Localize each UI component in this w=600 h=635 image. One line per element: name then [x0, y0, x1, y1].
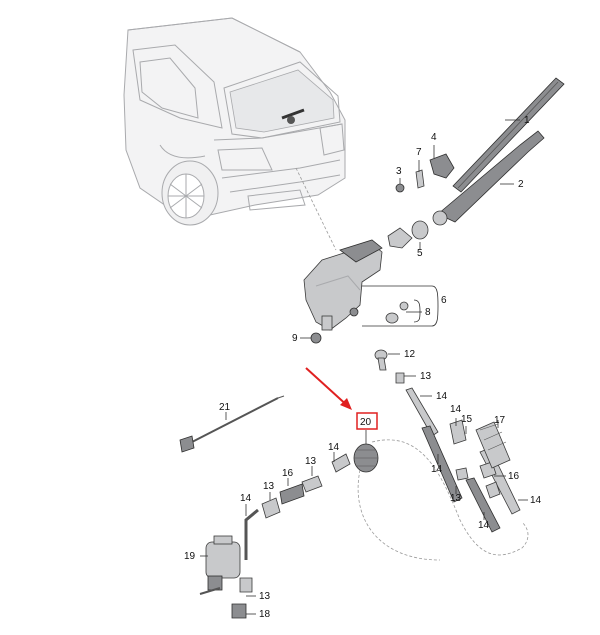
- callout-21: 21: [219, 402, 231, 413]
- callout-14: 14: [328, 442, 340, 453]
- callout-14: 14: [530, 495, 542, 506]
- valve-16: [279, 483, 305, 505]
- screw-9: [310, 332, 322, 344]
- hose-connector-a: [331, 453, 351, 473]
- callout-14: 14: [431, 464, 443, 475]
- callout-15: 15: [461, 414, 473, 425]
- connector: [395, 372, 405, 384]
- connector-13c: [301, 475, 323, 493]
- callout-13: 13: [263, 481, 275, 492]
- pipe-route: [371, 439, 529, 556]
- callout-18: 18: [259, 609, 271, 620]
- coupling-b: [455, 467, 469, 481]
- callout-4: 4: [431, 132, 437, 143]
- hub: [411, 220, 429, 240]
- seal: [387, 227, 413, 249]
- coupling: [449, 419, 467, 445]
- callout-labels: 1 2 3 4 5 6 7 8 9 12 13 14 14 15 17 14 1…: [184, 115, 542, 620]
- callout-14: 14: [240, 493, 252, 504]
- callout-14: 14: [436, 391, 448, 402]
- washer: [399, 301, 409, 311]
- hose-segment: [405, 387, 439, 437]
- hose-lower: [465, 477, 501, 533]
- callout-9: 9: [292, 333, 298, 344]
- brace-6: [431, 285, 439, 327]
- callout-20: 20: [360, 417, 372, 428]
- vehicle-illustration: [123, 17, 346, 226]
- cap: [429, 153, 455, 179]
- callout-13: 13: [259, 591, 271, 602]
- callout-16: 16: [282, 468, 294, 479]
- grommet-17: [475, 421, 511, 469]
- hose-ribbed: [421, 425, 463, 503]
- grommet-20: [353, 443, 379, 473]
- bracket-6: [362, 285, 432, 327]
- callout-2: 2: [518, 179, 524, 190]
- brace-8: [413, 299, 421, 323]
- bolt: [415, 169, 425, 189]
- grommet: [385, 312, 399, 324]
- connector-13d: [261, 497, 281, 519]
- wiper-arm: [432, 130, 545, 226]
- wiper-motor: [303, 239, 383, 331]
- red-arrow: [305, 367, 352, 410]
- nut: [395, 183, 405, 193]
- pipe-route-2: [357, 469, 441, 561]
- washer-pump: [199, 535, 241, 595]
- callout-14: 14: [450, 404, 462, 415]
- callout-6: 6: [441, 295, 447, 306]
- wiper-blade: [452, 77, 565, 193]
- callout-3: 3: [396, 166, 402, 177]
- callout-5: 5: [417, 248, 423, 259]
- highlight-box: [356, 412, 378, 430]
- callout-19: 19: [184, 551, 196, 562]
- callout-14: 14: [478, 520, 490, 531]
- callout-7: 7: [416, 147, 422, 158]
- nozzle: [374, 349, 388, 371]
- coupling-d: [485, 481, 501, 499]
- callout-17: 17: [494, 415, 506, 426]
- callout-leaders: [200, 119, 528, 615]
- callout-13: 13: [305, 456, 317, 467]
- wire-harness: [179, 395, 285, 453]
- callout-12: 12: [404, 349, 416, 360]
- callout-13: 13: [450, 493, 462, 504]
- hose-14g: [244, 508, 259, 560]
- vehicle-leader-line: [295, 167, 337, 251]
- connector-13e: [239, 577, 253, 593]
- callout-8: 8: [425, 307, 431, 318]
- callout-1: 1: [524, 115, 530, 126]
- callout-13: 13: [420, 371, 432, 382]
- elbow-18: [231, 603, 247, 619]
- callout-16: 16: [508, 471, 520, 482]
